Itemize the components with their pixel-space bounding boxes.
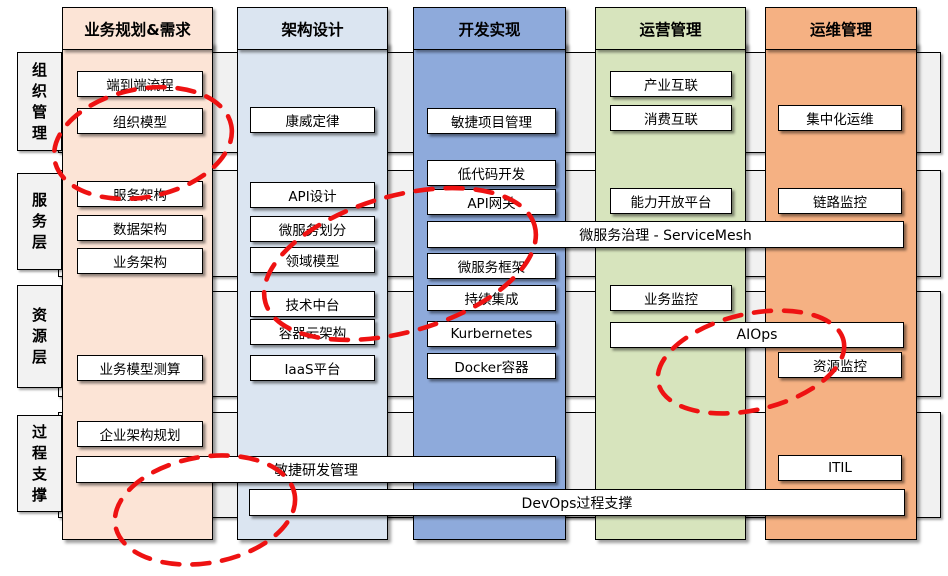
module-box: 微服务框架	[427, 253, 556, 279]
module-box: 业务监控	[610, 285, 732, 311]
servicemesh-box: 微服务治理 - ServiceMesh	[427, 221, 904, 248]
module-box: 数据架构	[77, 215, 203, 241]
module-box: 企业架构规划	[77, 421, 203, 447]
module-box: 业务模型测算	[77, 355, 203, 381]
module-box: 微服务划分	[250, 216, 375, 242]
row-label-text: 过程支撑	[31, 422, 47, 504]
module-box: 消费互联	[610, 105, 732, 131]
row-label-3: 资源层	[17, 285, 62, 388]
aiops-box: AIOps	[610, 322, 904, 348]
module-box: API网关	[427, 189, 556, 215]
module-box: 组织模型	[77, 108, 203, 134]
module-box: 容器云架构	[250, 319, 375, 345]
module-box: 敏捷项目管理	[427, 108, 556, 134]
row-label-1: 组织管理	[17, 52, 62, 151]
module-box: Docker容器	[427, 353, 556, 379]
module-box: 链路监控	[778, 188, 902, 214]
module-box: 服务架构	[77, 181, 203, 207]
module-box: 领域模型	[250, 247, 375, 273]
row-label-text: 资源层	[31, 306, 47, 366]
column-header-2: 架构设计	[237, 7, 388, 50]
module-box: 低代码开发	[427, 160, 556, 186]
row-label-text: 组织管理	[31, 60, 47, 142]
devops-box: DevOps过程支撑	[249, 489, 905, 516]
module-box: 持续集成	[427, 285, 556, 311]
column-header-3: 开发实现	[413, 7, 566, 50]
row-label-text: 服务层	[31, 191, 47, 251]
module-box: 资源监控	[778, 352, 902, 378]
module-box: Kurbernetes	[427, 321, 556, 347]
row-label-4: 过程支撑	[17, 415, 62, 512]
module-box: 技术中台	[250, 291, 375, 317]
column-header-5: 运维管理	[765, 7, 917, 50]
module-box: 业务架构	[77, 248, 203, 274]
column-header-4: 运营管理	[595, 7, 746, 50]
module-box: API设计	[250, 182, 375, 208]
module-box: ITIL	[778, 455, 902, 481]
module-box: 能力开放平台	[610, 188, 732, 214]
module-box: 端到端流程	[77, 71, 203, 97]
module-box: 康威定律	[250, 107, 375, 133]
module-box: 集中化运维	[778, 105, 902, 131]
module-box: 产业互联	[610, 71, 732, 97]
module-box: IaaS平台	[250, 355, 375, 381]
column-header-1: 业务规划&需求	[62, 7, 213, 50]
agile-rd-box: 敏捷研发管理	[76, 456, 556, 483]
row-label-2: 服务层	[17, 173, 62, 270]
